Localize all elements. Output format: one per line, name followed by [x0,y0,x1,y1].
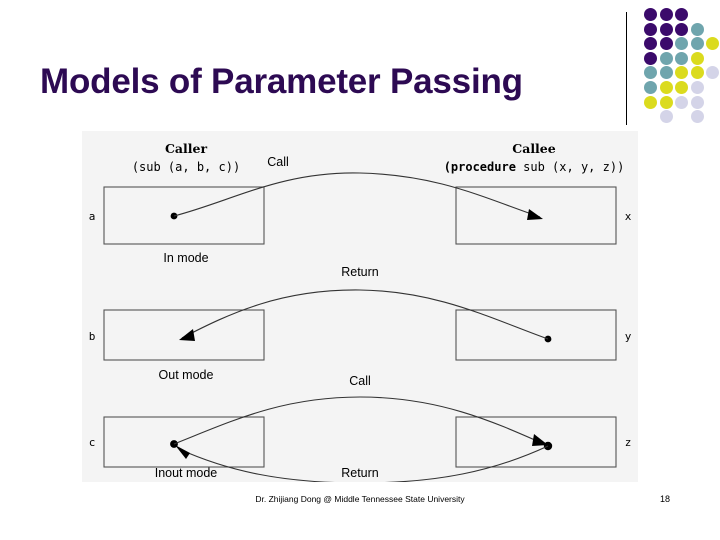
row2-callee-box [455,309,617,361]
row1-left-param: a [89,210,96,223]
page-number: 18 [660,494,671,504]
row1-mode-label: In mode [163,251,208,265]
decor-dot [659,8,673,21]
decor-dot [690,81,704,94]
row3-callee-box [455,416,617,468]
decor-dot [644,37,657,51]
decor-dot [659,95,673,109]
caller-heading: Caller [165,141,207,156]
decor-dot [659,37,673,51]
callee-signature: (procedure sub (x, y, z)) [444,160,625,174]
decor-dot [690,51,704,65]
decor-dot [690,66,704,80]
row3-caller-box [103,416,265,468]
decor-dot [659,51,673,65]
row2-mode-label: Out mode [159,368,214,382]
callee-heading: Callee [512,141,555,156]
diagram-svg: Caller (sub (a, b, c)) Callee (procedure… [89,141,632,482]
row3-call-label: Call [349,374,371,388]
row3-return-label: Return [341,466,379,480]
decor-dot [690,95,704,109]
row3-right-param: z [625,436,632,449]
row1-arc-label: Call [267,155,289,169]
decor-dot [675,81,688,94]
decor-dot [659,81,673,94]
decor-dot [675,37,688,51]
decor-dot [644,81,657,94]
row1-callee-box [455,186,617,245]
decor-dot [675,22,688,36]
row2-right-param: y [625,330,632,343]
decor-dot [644,95,657,109]
decor-dot [690,22,704,36]
row2-return-arc [181,289,549,340]
row2-caller-box [103,309,265,361]
row1-call-arc [173,172,541,218]
decor-dot [659,110,673,124]
footer-credit: Dr. Zhijiang Dong @ Middle Tennessee Sta… [255,494,465,504]
decor-dot [690,37,704,51]
title-divider-rule [626,12,627,125]
row1-right-param: x [625,210,632,223]
caller-signature: (sub (a, b, c)) [132,160,240,174]
row1-arrowhead [527,209,543,220]
row1-caller-box [103,186,265,245]
decor-dot [644,66,657,80]
decor-dot [659,22,673,36]
row2-left-param: b [89,330,96,343]
row3-call-arrowhead [532,434,548,446]
decor-dot [644,51,657,65]
row2-arrowhead [179,329,195,341]
decor-dot [690,110,704,124]
row3-return-arrowhead [175,445,190,459]
row2-arc-label: Return [341,265,379,279]
decor-dot [706,37,719,51]
decorative-dot-grid [644,8,719,124]
decor-dot [644,22,657,36]
decor-dot [675,8,688,21]
row2-source-dot [544,335,552,343]
decor-dot [675,95,688,109]
row3-mode-label: Inout mode [155,466,218,480]
decor-dot [644,8,657,21]
decor-dot [706,66,719,80]
row3-left-param: c [89,436,96,449]
parameter-passing-diagram: Caller (sub (a, b, c)) Callee (procedure… [82,131,638,482]
decor-dot [675,66,688,80]
page-title: Models of Parameter Passing [40,62,523,101]
row3-return-arc [178,445,549,482]
row3-call-arc [173,396,545,445]
decor-dot [659,66,673,80]
decor-dot [675,51,688,65]
